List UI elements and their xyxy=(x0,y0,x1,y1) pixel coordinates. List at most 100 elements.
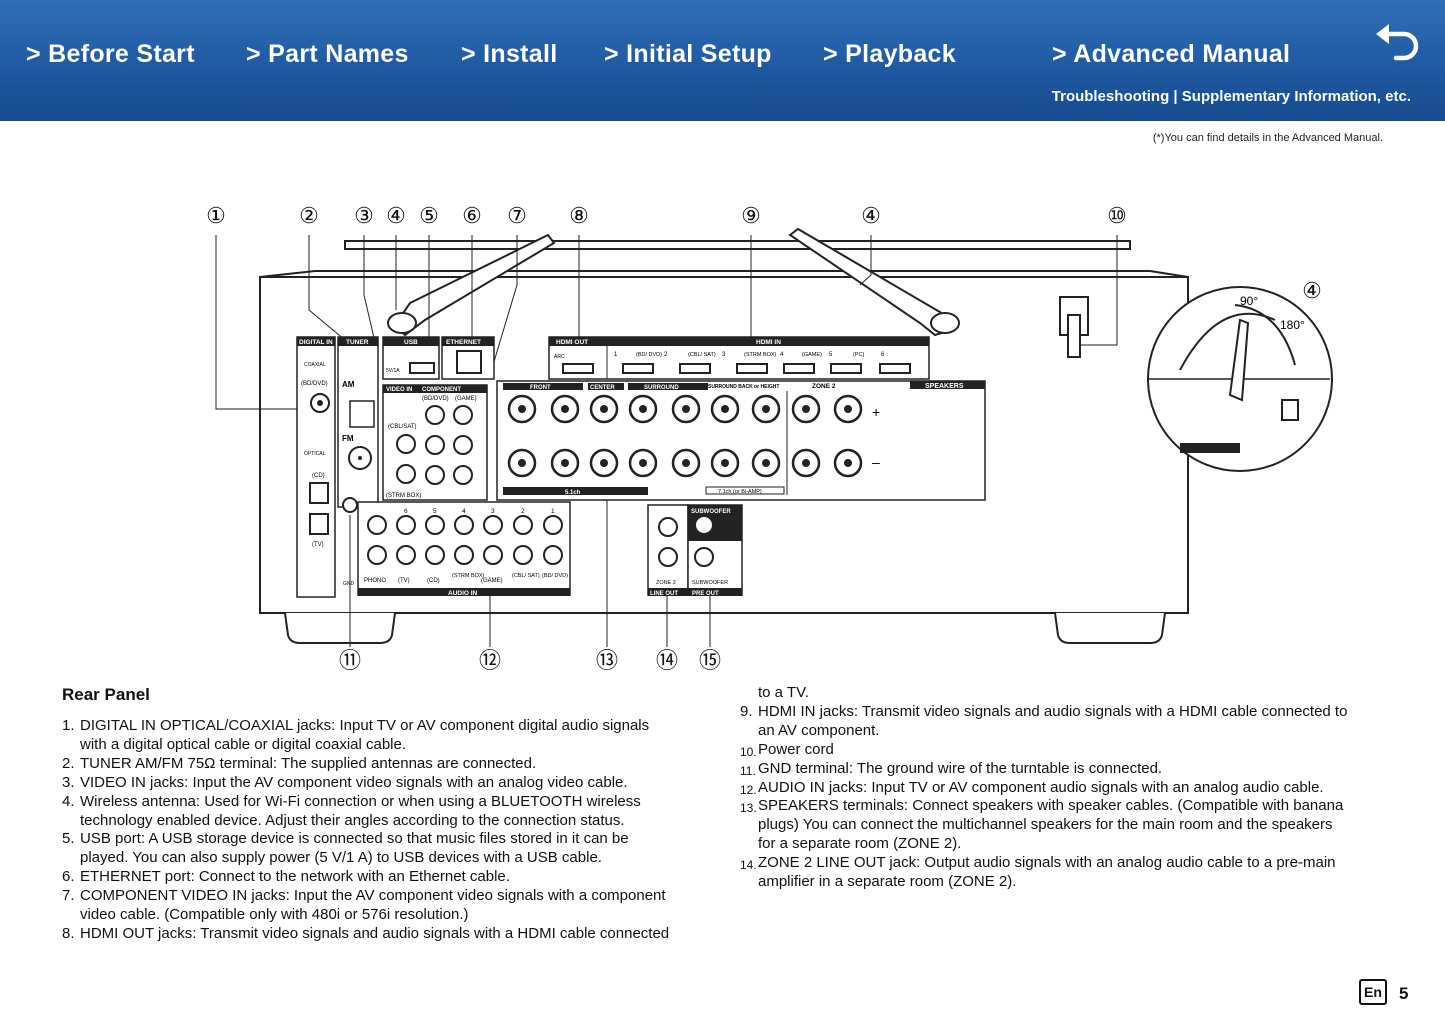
svg-text:(TV): (TV) xyxy=(398,578,410,584)
language-badge: En xyxy=(1359,979,1387,1005)
svg-text:6: 6 xyxy=(404,508,408,515)
callout-11: ⑪ xyxy=(339,648,361,673)
svg-text:CENTER: CENTER xyxy=(590,385,615,391)
svg-text:(STRM BOX): (STRM BOX) xyxy=(452,573,485,579)
nav-advanced-manual[interactable]: > Advanced Manual xyxy=(1052,40,1291,68)
am-terminal[interactable] xyxy=(349,400,375,428)
nav-initial-setup[interactable]: > Initial Setup xyxy=(604,40,772,68)
svg-text:90°: 90° xyxy=(1240,294,1258,308)
right-description-list: to a TV. 9.HDMI IN jacks: Transmit video… xyxy=(740,684,1390,892)
svg-text:2: 2 xyxy=(664,352,668,358)
antenna-angle-inset: 90° 180° xyxy=(1147,286,1333,472)
svg-text:SUBWOOFER: SUBWOOFER xyxy=(692,580,728,586)
troubleshooting-link[interactable]: Troubleshooting | Supplementary Informat… xyxy=(1051,88,1411,105)
callout-inset-4: ④ xyxy=(1302,278,1322,303)
svg-text:(CBL/ SAT): (CBL/ SAT) xyxy=(688,352,716,358)
rear-panel-diagram: ① ② ③ ④ ⑤ ⑥ ⑦ ⑧ ⑨ ④ ⑩ ④ xyxy=(206,203,1333,673)
list-item: 13.SPEAKERS terminals: Connect speakers … xyxy=(740,797,1344,853)
hdmi-out-port[interactable] xyxy=(562,363,594,374)
list-item: 4.Wireless antenna: Used for Wi-Fi conne… xyxy=(62,792,641,829)
hdmi-in-6[interactable] xyxy=(879,363,911,374)
callout-10: ⑩ xyxy=(1107,203,1127,228)
list-item: 7.COMPONENT VIDEO IN jacks: Input the AV… xyxy=(62,887,666,924)
svg-text:COAXIAL: COAXIAL xyxy=(304,362,326,368)
svg-text:(CBL/SAT): (CBL/SAT) xyxy=(388,424,417,430)
list-item: to a TV. xyxy=(758,684,809,701)
audio-in-section: AUDIO IN 6 5 4 3 2 1 PHONO (TV) (CD) (ST… xyxy=(342,497,571,597)
hdmi-in-3[interactable] xyxy=(736,363,768,374)
callout-14: ⑭ xyxy=(656,648,678,673)
callout-12: ⑫ xyxy=(479,648,501,673)
list-item: 10.Power cord xyxy=(740,740,834,759)
svg-text:–: – xyxy=(872,454,880,470)
rear-panel-title: Rear Panel xyxy=(62,685,150,704)
optical-jack-2[interactable] xyxy=(309,513,329,535)
list-item: 1.DIGITAL IN OPTICAL/COAXIAL jacks: Inpu… xyxy=(62,717,650,753)
return-arrow-icon[interactable] xyxy=(1372,20,1424,68)
list-item: 2.TUNER AM/FM 75Ω terminal: The supplied… xyxy=(62,754,537,772)
svg-text:(PC): (PC) xyxy=(853,352,864,358)
svg-text:ARC: ARC xyxy=(554,354,565,360)
callout-2: ② xyxy=(299,203,319,228)
list-item: 14.ZONE 2 LINE OUT jack: Output audio si… xyxy=(740,854,1336,891)
svg-text:6: 6 xyxy=(881,352,885,358)
zone2-line-out-l[interactable] xyxy=(658,517,678,537)
svg-text:HDMI OUT: HDMI OUT xyxy=(556,339,588,346)
subwoofer-jack-2[interactable] xyxy=(694,547,714,567)
callout-4b: ④ xyxy=(861,203,881,228)
svg-text:AM: AM xyxy=(342,380,355,389)
nav-before-start[interactable]: > Before Start xyxy=(26,40,195,68)
callout-9: ⑨ xyxy=(741,203,761,228)
callout-8: ⑧ xyxy=(569,203,589,228)
callout-13: ⑬ xyxy=(596,648,618,673)
svg-text:PRE OUT: PRE OUT xyxy=(692,591,719,597)
wireless-antenna-right xyxy=(788,227,960,337)
callout-7: ⑦ xyxy=(507,203,527,228)
speakers-section: SPEAKERS FRONT CENTER SURROUND SURROUND … xyxy=(496,380,986,501)
subwoofer-jack-1[interactable] xyxy=(694,515,714,535)
list-item: 11.GND terminal: The ground wire of the … xyxy=(740,759,1163,778)
svg-text:(STRM BOX): (STRM BOX) xyxy=(744,352,777,358)
svg-text:(BD/DVD): (BD/DVD) xyxy=(301,381,328,387)
gnd-terminal[interactable] xyxy=(342,497,358,513)
svg-text:SPEAKERS: SPEAKERS xyxy=(925,383,964,390)
nav-part-names[interactable]: > Part Names xyxy=(246,40,409,68)
svg-text:3: 3 xyxy=(491,508,495,515)
svg-text:1: 1 xyxy=(551,508,555,515)
hdmi-in-4[interactable] xyxy=(783,363,815,374)
svg-text:(CBL/ SAT): (CBL/ SAT) xyxy=(512,573,540,579)
svg-text:4: 4 xyxy=(462,508,466,515)
callout-3: ③ xyxy=(354,203,374,228)
svg-text:(CD): (CD) xyxy=(312,473,325,479)
callout-5: ⑤ xyxy=(419,203,439,228)
svg-text:+: + xyxy=(872,404,880,420)
nav-playback[interactable]: > Playback xyxy=(823,40,956,68)
svg-text:2: 2 xyxy=(521,508,525,515)
svg-text:(STRM BOX): (STRM BOX) xyxy=(386,493,421,499)
digital-in-section: DIGITAL IN COAXIAL (BD/DVD) OPTICAL (CD)… xyxy=(296,336,336,598)
hdmi-in-5[interactable] xyxy=(830,363,862,374)
ethernet-port[interactable] xyxy=(456,350,482,374)
svg-text:AUDIO IN: AUDIO IN xyxy=(448,590,478,597)
svg-text:FM: FM xyxy=(342,434,354,443)
callout-4: ④ xyxy=(386,203,406,228)
nav-install[interactable]: > Install xyxy=(461,40,558,68)
hdmi-in-2[interactable] xyxy=(679,363,711,374)
svg-text:ETHERNET: ETHERNET xyxy=(446,339,481,346)
left-description-list: 1.DIGITAL IN OPTICAL/COAXIAL jacks: Inpu… xyxy=(62,717,712,944)
svg-text:5: 5 xyxy=(433,508,437,515)
hdmi-in-1[interactable] xyxy=(622,363,654,374)
list-item: 8.HDMI OUT jacks: Transmit video signals… xyxy=(62,924,670,942)
line-out-section: LINE OUT ZONE 2 SUBWOOFER PRE OUT SUBWOO… xyxy=(647,504,743,597)
svg-text:COMPONENT: COMPONENT xyxy=(422,387,461,393)
video-in-section: VIDEO IN COMPONENT (CBL/SAT) (STRM BOX) … xyxy=(382,384,488,501)
optical-jack-1[interactable] xyxy=(309,482,329,504)
callout-6: ⑥ xyxy=(462,203,482,228)
advanced-manual-note: (*)You can find details in the Advanced … xyxy=(1152,132,1383,144)
svg-text:(BD/ DVD): (BD/ DVD) xyxy=(542,573,568,579)
zone2-line-out-r[interactable] xyxy=(658,547,678,567)
wireless-antenna-left xyxy=(387,233,556,337)
callout-15: ⑮ xyxy=(699,648,721,673)
power-cord xyxy=(1059,296,1089,358)
usb-port[interactable] xyxy=(409,362,435,374)
